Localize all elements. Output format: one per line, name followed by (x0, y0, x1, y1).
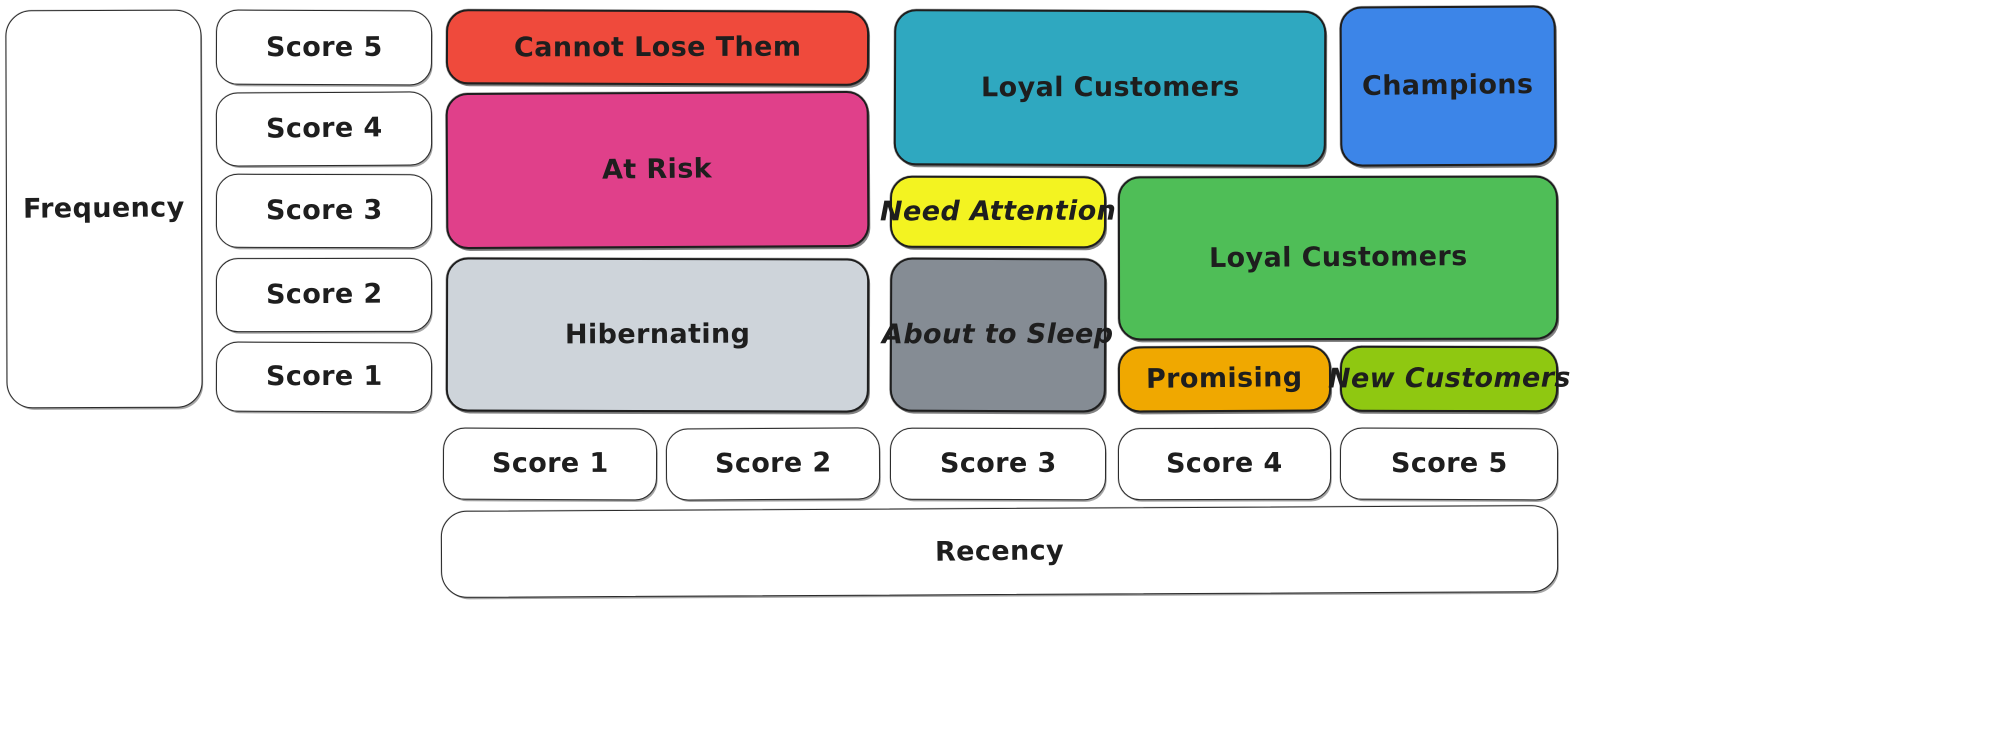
segment-need-attention-label: Need Attention (879, 196, 1117, 228)
frequency-score-4[interactable]: Score 4 (215, 91, 433, 167)
frequency-score-5-label: Score 5 (265, 31, 383, 64)
segment-loyal-customers-teal-label: Loyal Customers (980, 72, 1240, 104)
recency-score-5[interactable]: Score 5 (1339, 427, 1559, 501)
recency-score-2-label: Score 2 (714, 447, 832, 481)
frequency-score-1-label: Score 1 (265, 361, 383, 393)
recency-score-4-label: Score 4 (1166, 448, 1283, 480)
segment-at-risk-label: At Risk (602, 153, 713, 187)
segment-at-risk[interactable]: At Risk (445, 90, 870, 250)
recency-axis-label-text: Recency (934, 535, 1065, 568)
frequency-score-1[interactable]: Score 1 (215, 341, 433, 413)
recency-score-2[interactable]: Score 2 (665, 427, 881, 501)
segment-cannot-lose-them-label: Cannot Lose Them (513, 31, 802, 64)
recency-score-3[interactable]: Score 3 (889, 427, 1107, 501)
segment-hibernating-label: Hibernating (564, 319, 751, 351)
frequency-score-4-label: Score 4 (265, 112, 383, 146)
segment-champions[interactable]: Champions (1339, 5, 1557, 167)
segment-loyal-customers-green-label: Loyal Customers (1208, 241, 1468, 275)
segment-cannot-lose-them[interactable]: Cannot Lose Them (445, 9, 870, 86)
segment-promising[interactable]: Promising (1117, 345, 1332, 413)
frequency-score-3-label: Score 3 (265, 195, 383, 227)
frequency-score-2[interactable]: Score 2 (215, 257, 433, 333)
segment-promising-label: Promising (1146, 362, 1303, 396)
recency-score-1[interactable]: Score 1 (442, 427, 658, 501)
frequency-axis-label: Frequency (5, 9, 203, 409)
segment-about-to-sleep-label: About to Sleep (882, 319, 1114, 351)
recency-score-4[interactable]: Score 4 (1117, 427, 1332, 501)
segment-new-customers[interactable]: New Customers (1328, 345, 1570, 413)
frequency-score-5[interactable]: Score 5 (215, 9, 433, 86)
recency-score-5-label: Score 5 (1390, 448, 1508, 480)
segment-champions-label: Champions (1362, 69, 1534, 103)
frequency-score-3[interactable]: Score 3 (215, 173, 433, 249)
segment-hibernating[interactable]: Hibernating (445, 257, 870, 413)
recency-score-1-label: Score 1 (491, 448, 609, 480)
frequency-axis-label-text: Frequency (23, 192, 185, 226)
recency-score-3-label: Score 3 (939, 448, 1057, 480)
frequency-score-2-label: Score 2 (265, 279, 383, 311)
segment-loyal-customers-green[interactable]: Loyal Customers (1117, 175, 1559, 341)
recency-axis-label: Recency (440, 505, 1559, 598)
segment-need-attention[interactable]: Need Attention (880, 175, 1116, 249)
segment-loyal-customers-teal[interactable]: Loyal Customers (893, 9, 1327, 167)
segment-new-customers-label: New Customers (1327, 363, 1571, 395)
segment-about-to-sleep[interactable]: About to Sleep (882, 257, 1114, 413)
